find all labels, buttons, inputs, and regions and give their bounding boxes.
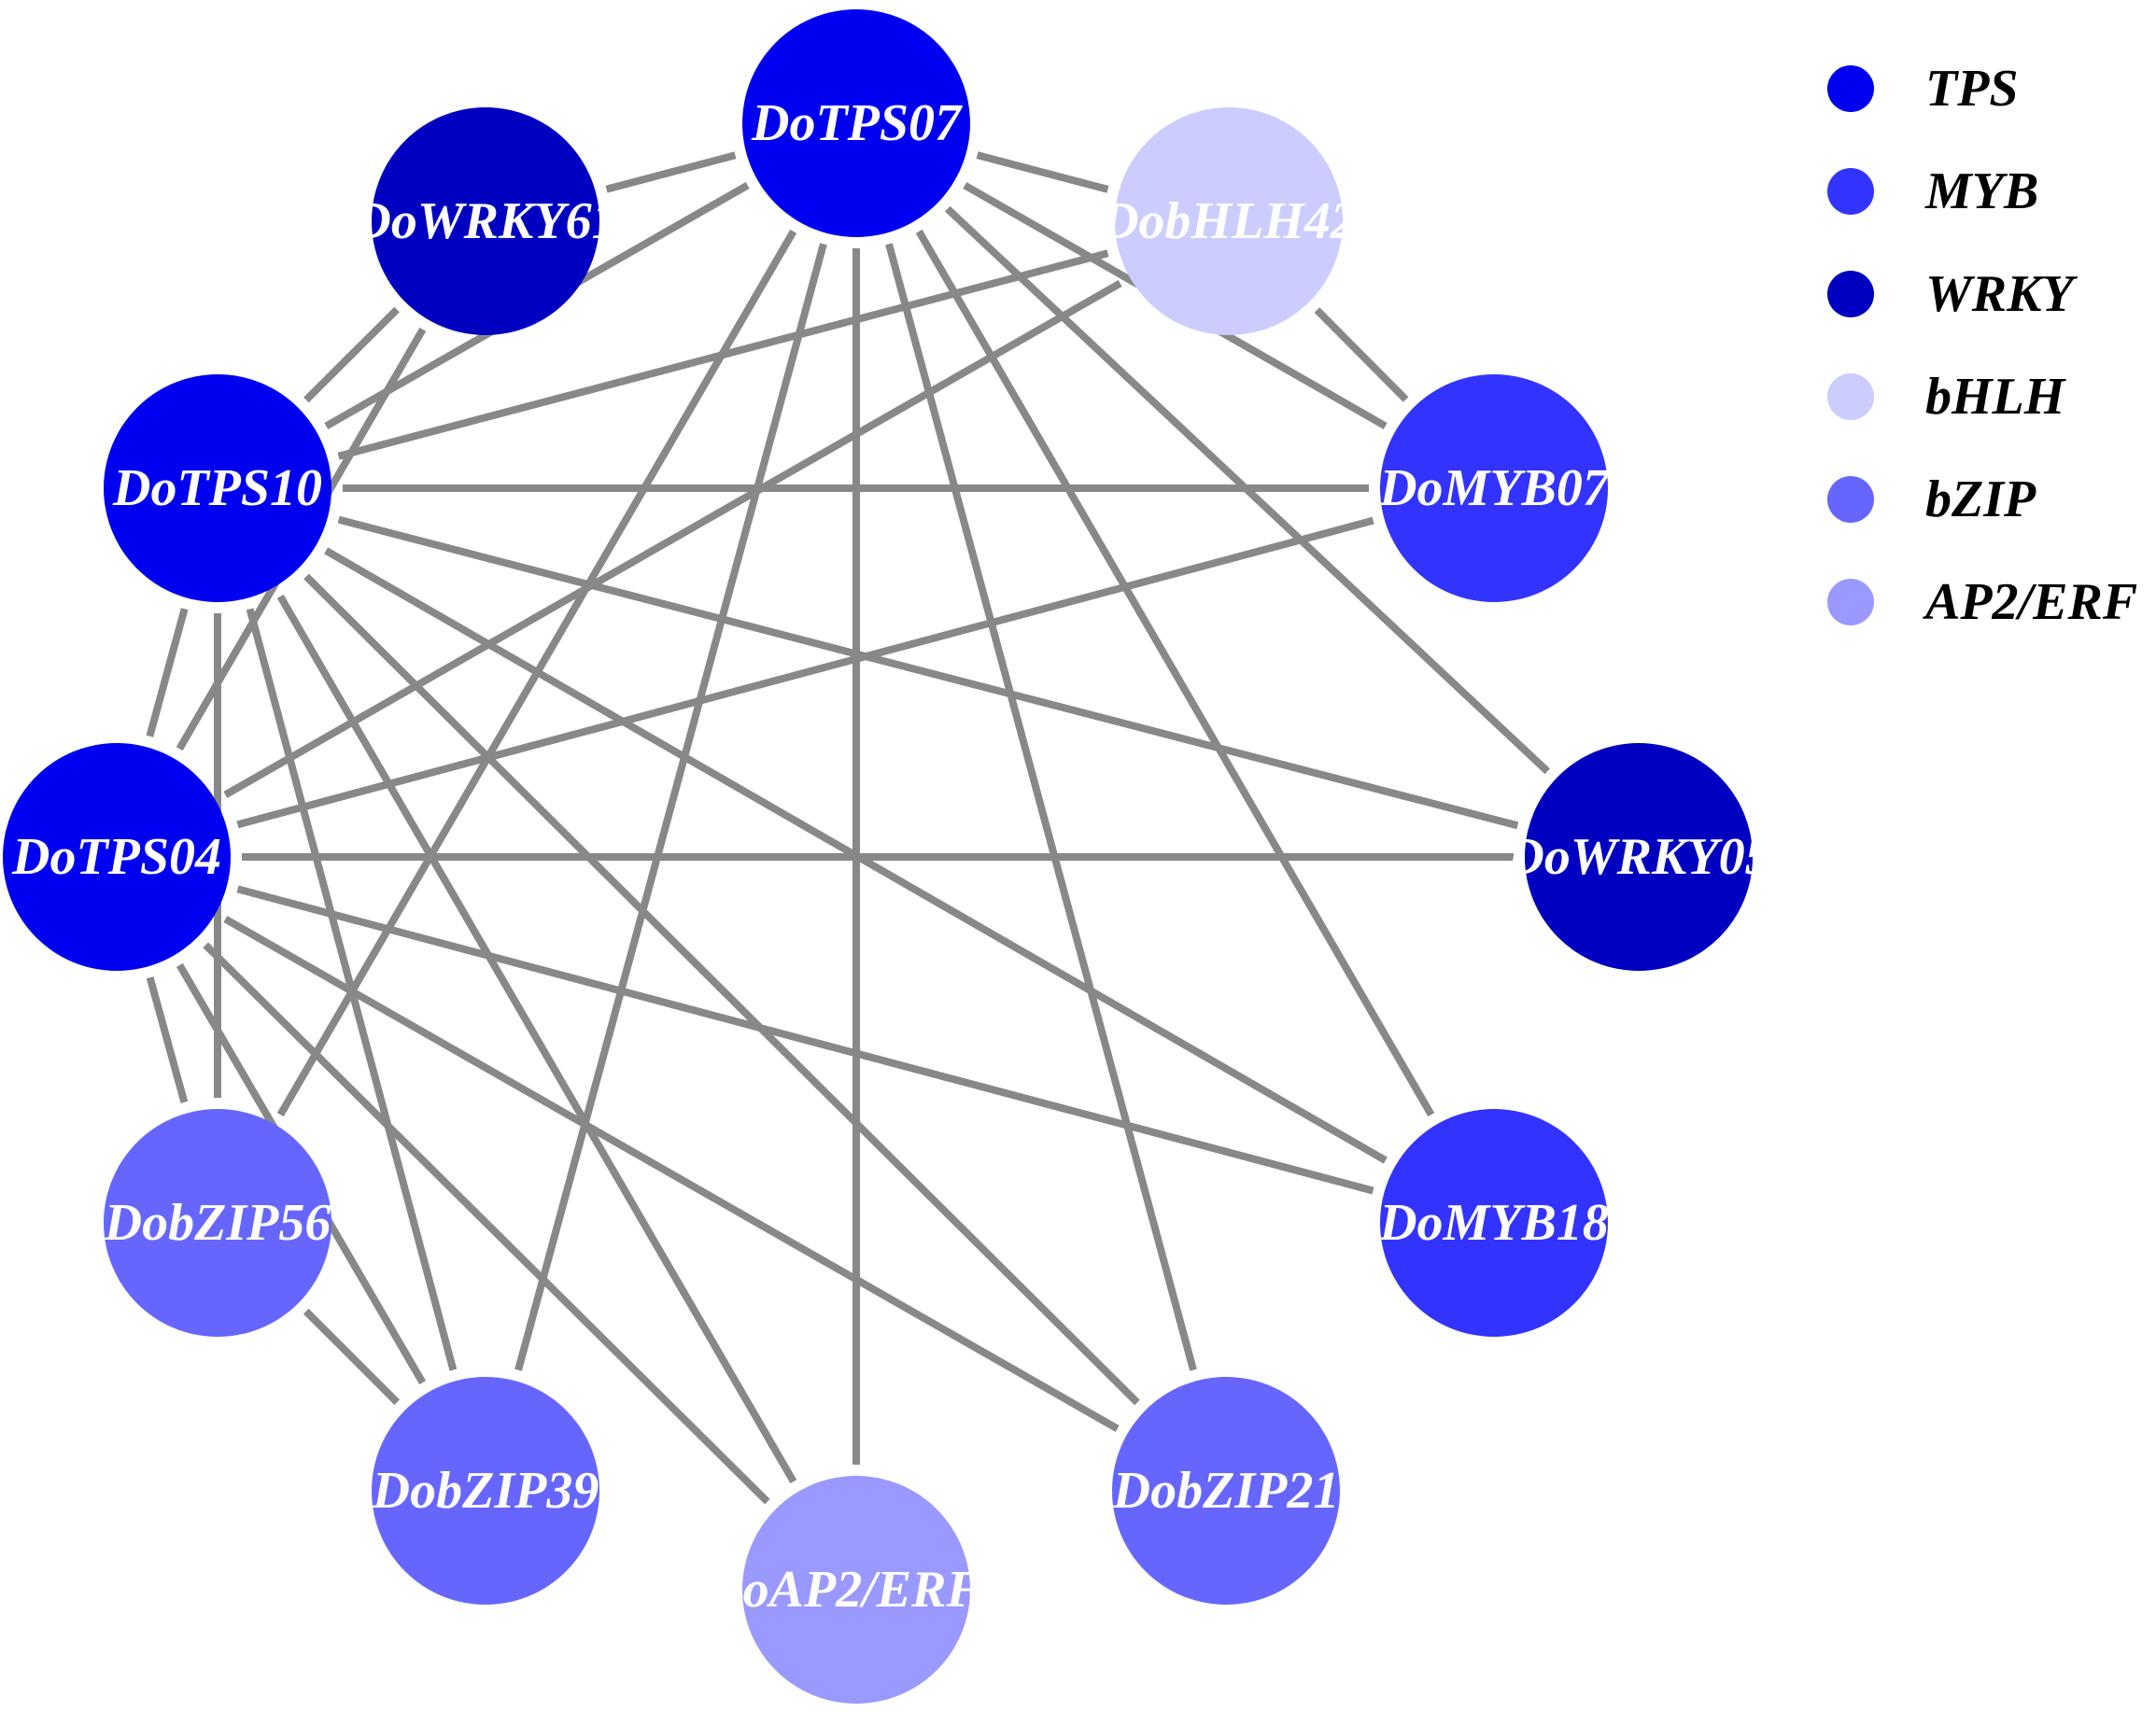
node-label: DoMYB07 bbox=[1378, 459, 1611, 517]
node-circle bbox=[104, 1109, 331, 1337]
node-label: DoMYB18 bbox=[1378, 1194, 1609, 1252]
legend-swatch bbox=[1827, 65, 1874, 112]
node-label: DoTPS04 bbox=[11, 828, 221, 886]
node-circle bbox=[1115, 107, 1343, 335]
node-circle bbox=[1380, 374, 1608, 602]
node-label: DoWRKY61 bbox=[352, 192, 617, 250]
node-circle bbox=[104, 374, 331, 602]
legend-swatch bbox=[1827, 271, 1874, 317]
edge-dotps04-domyb18 bbox=[236, 885, 1374, 1195]
legend-label: bHLH bbox=[1925, 368, 2066, 426]
edge-dobzip56-dobzip39 bbox=[303, 1308, 401, 1406]
node-doap2erf9: DoAP2/ERF9 bbox=[704, 1476, 1008, 1704]
legend-swatch bbox=[1827, 168, 1874, 215]
node-circle bbox=[742, 1476, 970, 1704]
edge-dotps04-dobzip21 bbox=[223, 916, 1120, 1432]
edge-dotps10-dotps04 bbox=[146, 608, 189, 737]
edge-dobhlh42-domyb07 bbox=[1314, 307, 1409, 402]
node-label: DoTPS07 bbox=[751, 94, 963, 152]
node-circle bbox=[372, 1377, 599, 1605]
legend-label: MYB bbox=[1924, 162, 2038, 220]
node-circle bbox=[1112, 1377, 1340, 1605]
node-circle bbox=[1380, 1109, 1608, 1337]
node-dobzip39: DobZIP39 bbox=[372, 1377, 599, 1605]
legend-label: AP2/ERF bbox=[1923, 573, 2137, 631]
node-label: DoAP2/ERF9 bbox=[704, 1561, 1008, 1619]
edge-dotps07-dobzip21 bbox=[885, 243, 1197, 1371]
node-circle bbox=[742, 9, 970, 237]
node-label: DoWRKY05 bbox=[1505, 828, 1770, 886]
edge-dotps04-dobhlh42 bbox=[223, 280, 1122, 798]
edge-dotps10-dowrky61 bbox=[303, 306, 400, 403]
legend-label: WRKY bbox=[1925, 265, 2078, 323]
legend: TPS MYB WRKY bHLH bZIP AP2/ERF bbox=[1827, 60, 2137, 631]
edge-dotps07-dowrky61 bbox=[605, 151, 737, 193]
legend-item-bhlh: bHLH bbox=[1827, 368, 2066, 426]
node-dowrky61: DoWRKY61 bbox=[352, 107, 618, 335]
node-label: DoTPS10 bbox=[112, 459, 322, 517]
node-dobzip21: DobZIP21 bbox=[1112, 1377, 1340, 1605]
legend-item-tps: TPS bbox=[1827, 60, 2019, 118]
node-label: DobHLH42 bbox=[1100, 192, 1357, 250]
edge-dotps04-dobzip56 bbox=[146, 976, 189, 1103]
node-dotps10: DoTPS10 bbox=[104, 374, 331, 602]
edge-dotps10-dobhlh42 bbox=[337, 249, 1109, 460]
legend-swatch bbox=[1827, 373, 1874, 420]
edge-dotps07-domyb18 bbox=[915, 229, 1435, 1117]
node-dotps04: DoTPS04 bbox=[3, 743, 231, 971]
node-dowrky05: DoWRKY05 bbox=[1505, 743, 1771, 971]
node-label: DobZIP56 bbox=[104, 1194, 331, 1252]
edge-dotps07-dobzip39 bbox=[514, 243, 827, 1371]
legend-item-myb: MYB bbox=[1827, 162, 2038, 220]
legend-swatch bbox=[1827, 476, 1874, 523]
legend-label: bZIP bbox=[1925, 470, 2036, 528]
node-dobhlh42: DobHLH42 bbox=[1100, 107, 1357, 335]
node-label: DobZIP39 bbox=[372, 1462, 599, 1520]
edge-dotps10-dowrky05 bbox=[337, 515, 1519, 830]
edge-dotps10-dobzip21 bbox=[303, 573, 1140, 1406]
node-dobzip56: DobZIP56 bbox=[104, 1109, 331, 1337]
legend-item-bzip: bZIP bbox=[1827, 470, 2036, 528]
node-domyb18: DoMYB18 bbox=[1378, 1109, 1609, 1337]
edges-layer bbox=[146, 151, 1551, 1505]
legend-item-wrky: WRKY bbox=[1827, 265, 2078, 323]
node-circle bbox=[3, 743, 231, 971]
edge-dotps07-dobhlh42 bbox=[976, 151, 1109, 193]
nodes-layer: DoTPS07DobHLH42DoMYB07DoWRKY05DoMYB18Dob… bbox=[3, 9, 1771, 1704]
edge-dotps04-domyb07 bbox=[236, 516, 1374, 829]
node-dotps07: DoTPS07 bbox=[742, 9, 970, 237]
edge-dotps10-doap2erf9 bbox=[276, 594, 797, 1484]
node-circle bbox=[1525, 743, 1753, 971]
node-domyb07: DoMYB07 bbox=[1378, 374, 1611, 602]
legend-label: TPS bbox=[1925, 60, 2019, 118]
node-label: DobZIP21 bbox=[1112, 1462, 1340, 1520]
edge-dotps04-doap2erf9 bbox=[203, 942, 770, 1505]
node-circle bbox=[372, 107, 599, 335]
legend-item-ap2-erf: AP2/ERF bbox=[1827, 573, 2137, 631]
legend-swatch bbox=[1827, 579, 1874, 625]
